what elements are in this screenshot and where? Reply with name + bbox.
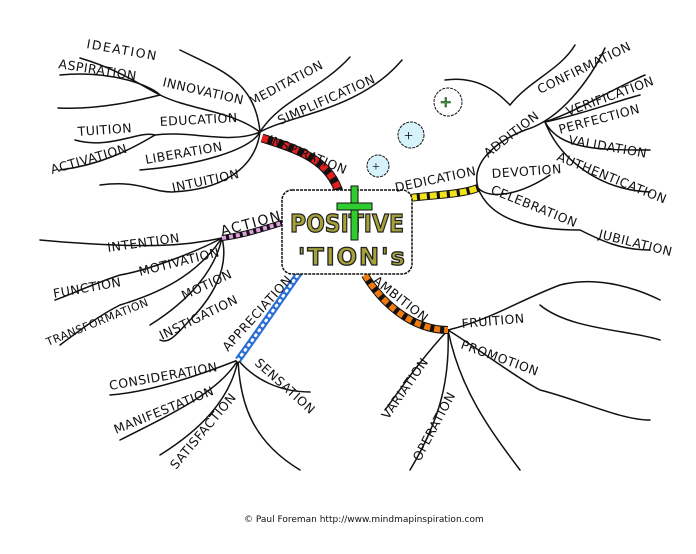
word-intention: INTENTION xyxy=(106,230,180,255)
branch-lines-ambition xyxy=(384,281,661,471)
svg-text:+: + xyxy=(372,160,380,175)
footer-credit: © Paul Foreman http://www.mindmapinspira… xyxy=(244,515,484,525)
plus-bubble-icon xyxy=(433,87,463,117)
word-intuition: INTUITION xyxy=(171,166,241,195)
word-action: ACTION xyxy=(219,208,284,240)
word-addition: ADDITION xyxy=(481,108,542,160)
word-operation: OPERATION xyxy=(409,389,458,463)
title-tions: 'TION's xyxy=(298,243,407,271)
plus-bubble-icon xyxy=(366,154,390,178)
word-sensation: SENSATION xyxy=(252,355,318,417)
word-fruition: FRUITION xyxy=(461,311,525,331)
plus-bubble-icon xyxy=(397,121,425,149)
word-ideation: IDEATION xyxy=(85,36,159,63)
word-motivation: MOTIVATION xyxy=(137,244,221,279)
word-aspiration: ASPIRATION xyxy=(58,56,138,83)
word-devotion: DEVOTION xyxy=(491,161,562,181)
word-inspiration: INSPIRATION xyxy=(266,132,349,177)
word-variation: VARIATION xyxy=(378,355,431,422)
word-celebration: CELEBRATION xyxy=(489,182,580,230)
word-promotion: PROMOTION xyxy=(459,337,541,379)
title-positive: POSITIVE xyxy=(290,209,404,238)
word-tuition: TUITION xyxy=(76,120,132,139)
word-function: FUNCTION xyxy=(52,274,122,301)
word-education: EDUCATION xyxy=(159,110,238,129)
branch-lines-inspiration xyxy=(57,49,403,193)
word-transformation: TRANSFORMATION xyxy=(43,296,150,349)
word-liberation: LIBERATION xyxy=(144,139,224,167)
svg-text:+: + xyxy=(404,128,413,145)
svg-text:+: + xyxy=(440,92,451,114)
branch-lines-action xyxy=(39,237,225,346)
word-authentication: AUTHENTICATION xyxy=(555,149,669,207)
word-activation: ACTIVATION xyxy=(49,141,129,177)
branch-lines-appreciation xyxy=(109,359,311,471)
central-title: POSITIVE 'TION's xyxy=(281,185,413,275)
branch-lines-dedication xyxy=(444,44,651,251)
word-appreciation: APPRECIATION xyxy=(219,272,295,354)
plus-bubbles: + + + xyxy=(366,87,463,178)
cross-icon xyxy=(350,185,359,241)
word-jubilation: JUBILATION xyxy=(596,226,674,259)
